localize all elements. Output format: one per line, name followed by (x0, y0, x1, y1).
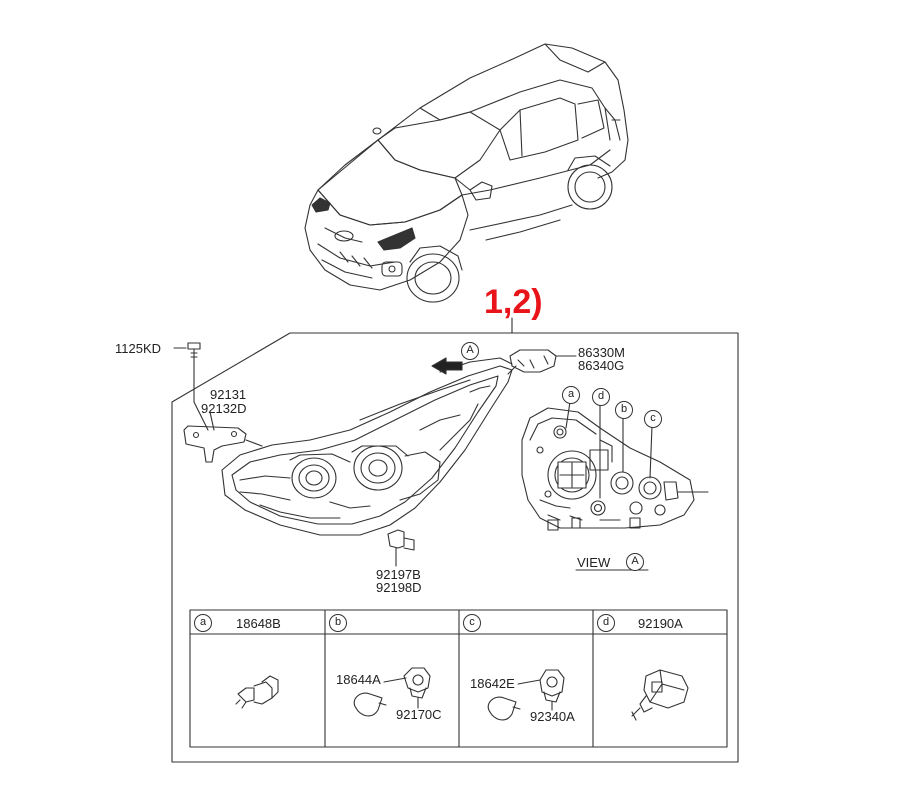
table-key-c: c (463, 614, 481, 632)
assembly-frame (171, 332, 739, 763)
arrow-marker-a: A (461, 342, 479, 360)
label-18642e: 18642E (470, 676, 515, 691)
view-caption: VIEW (577, 555, 610, 570)
label-92340a: 92340A (530, 709, 575, 724)
car-illustration (304, 43, 629, 303)
label-92198d: 92198D (376, 580, 422, 595)
view-direction-arrow (431, 357, 463, 375)
rear-marker-d: d (592, 388, 610, 406)
parts-table-grid (189, 609, 728, 748)
table-key-b: b (329, 614, 347, 632)
label-92132d: 92132D (201, 401, 247, 416)
mount-bracket (183, 411, 263, 463)
bulb-18648b-drawing (235, 675, 279, 709)
label-86330m: 86330M (578, 345, 625, 360)
label-1125kd: 1125KD (115, 341, 162, 356)
clip-part (387, 529, 415, 567)
label-92131: 92131 (210, 387, 247, 402)
table-part-92190a: 92190A (638, 616, 683, 631)
table-key-a: a (194, 614, 212, 632)
table-part-18648b: 18648B (236, 616, 281, 631)
rear-marker-b: b (615, 401, 633, 419)
view-text: VIEW (577, 555, 611, 570)
label-92170c: 92170C (396, 707, 442, 722)
rear-marker-a: a (562, 386, 580, 404)
headlamp-rear-view (521, 401, 709, 531)
cover-part (507, 349, 577, 375)
callout-number: 1,2) (484, 283, 543, 321)
headlamp-assembly (221, 357, 513, 536)
label-18644a: 18644A (336, 672, 381, 687)
label-86340g: 86340G (578, 358, 625, 373)
bulb-socket-b-drawing (353, 667, 431, 717)
bolt-part (173, 342, 209, 431)
label-92197b: 92197B (376, 567, 421, 582)
view-marker: A (626, 553, 644, 571)
table-key-d: d (597, 614, 615, 632)
bulb-socket-c-drawing (487, 669, 565, 721)
leveling-actuator-drawing (631, 669, 689, 721)
rear-marker-c: c (644, 410, 662, 428)
